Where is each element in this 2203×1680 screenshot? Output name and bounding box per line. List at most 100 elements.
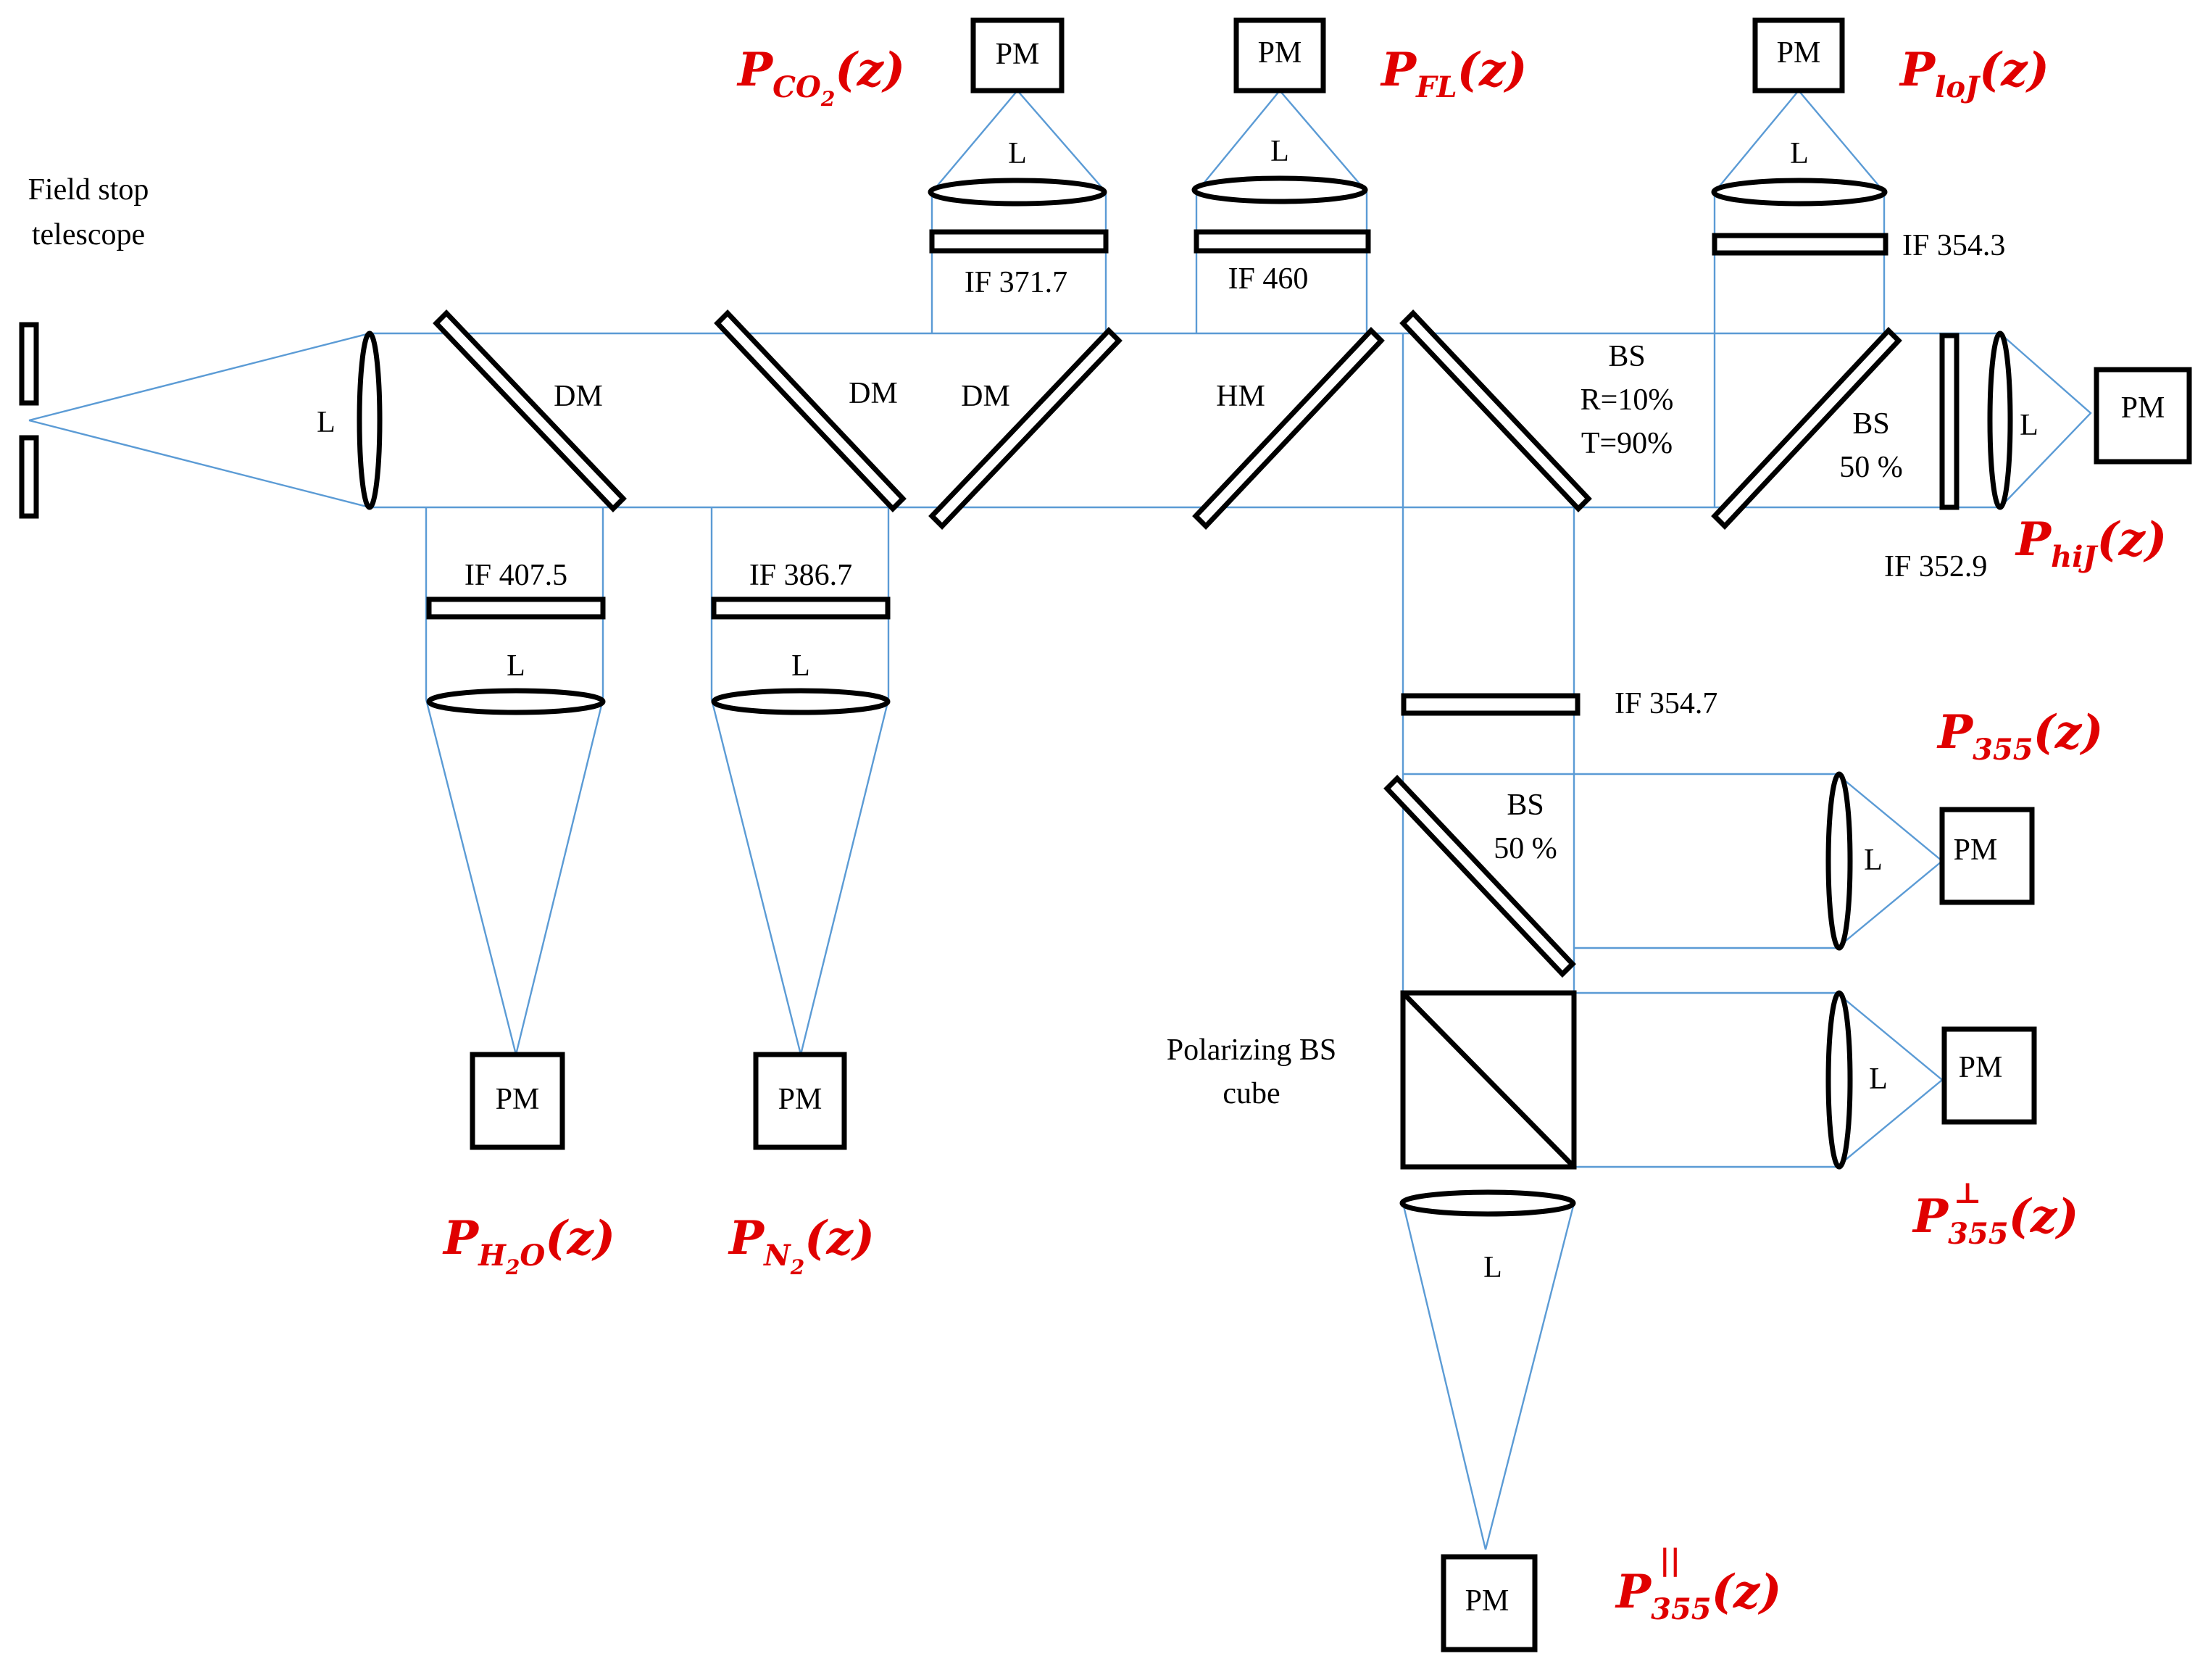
hm-fl <box>1192 326 1385 531</box>
main-lens-label: L <box>317 406 336 439</box>
ray-cone-telescope <box>28 332 370 509</box>
lens-hij <box>1987 330 2013 510</box>
pm-fl-label: PM <box>1258 36 1302 70</box>
signal-label-hij: PhiJ(z) <box>2015 512 2167 574</box>
half-mirror-fl <box>1192 326 1385 531</box>
field-stop-lower-blade <box>19 435 39 519</box>
lens-perp-label: L <box>1869 1063 1888 1096</box>
bs-10-label: BS <box>1608 340 1645 373</box>
lens-355-label: L <box>1864 844 1883 877</box>
interference-filter-352-9 <box>1939 333 1960 510</box>
pm-355: PM <box>1939 807 2035 905</box>
pm-h2o-label: PM <box>496 1083 540 1116</box>
signal-par-superscript: || <box>1659 1543 1681 1577</box>
photomultiplier-355 <box>1939 807 2035 905</box>
photomultiplier-hij <box>2094 367 2192 465</box>
bs-50-rr-label: BS <box>1852 407 1889 441</box>
bs-50-355 <box>1383 774 1576 978</box>
dm-n2-label: DM <box>849 377 898 410</box>
polarizing-bs-cube <box>1400 990 1577 1170</box>
pm-loj-label: PM <box>1777 36 1821 70</box>
dm-co2-label: DM <box>961 380 1010 413</box>
photomultiplier-perp <box>1941 1026 2037 1125</box>
photomultiplier-co2 <box>970 17 1065 93</box>
photomultiplier-h2o <box>470 1052 565 1150</box>
dichroic-mirror-h2o <box>433 309 627 513</box>
field-stop-label-line2: telescope <box>32 218 145 251</box>
ray-355-branch <box>1403 773 1944 949</box>
signal-perp-main: P355(z) <box>1912 1189 2079 1251</box>
signal-label-perp: P355(z) ⊥ <box>1912 1176 2079 1251</box>
lens-par-label: L <box>1483 1251 1502 1284</box>
signal-perp-superscript: ⊥ <box>1954 1176 1981 1210</box>
if-460-label: IF 460 <box>1228 262 1309 296</box>
interference-filter-354-7 <box>1401 693 1581 716</box>
lens-n2 <box>711 688 891 715</box>
photomultiplier-fl <box>1233 17 1326 93</box>
photomultiplier-loj <box>1752 17 1845 93</box>
pm-par: PM <box>1441 1554 1538 1652</box>
if-354-7-label: IF 354.7 <box>1615 687 1717 720</box>
pm-fl: PM <box>1233 17 1326 93</box>
lens-hij-label: L <box>2020 409 2038 442</box>
ray-cone-hij <box>1999 333 2092 508</box>
lens-355 <box>1825 771 1853 951</box>
lens-fl <box>1191 175 1368 204</box>
ray-par-branch <box>1402 1202 1575 1550</box>
main-lens <box>357 330 383 510</box>
lens-n2-label: L <box>791 649 810 683</box>
lens-fl-label: L <box>1270 135 1289 168</box>
pm-hij-label: PM <box>2121 391 2165 425</box>
interference-filter-354-3 <box>1712 233 1888 256</box>
pm-n2: PM <box>753 1052 847 1150</box>
ray-fl-branch <box>1195 89 1368 333</box>
pm-co2: PM <box>970 17 1065 93</box>
bs-50-355-label: BS <box>1507 789 1544 822</box>
lens-co2 <box>928 178 1107 207</box>
interference-filter-371-7 <box>929 229 1109 254</box>
if-371-7-label: IF 371.7 <box>965 266 1067 299</box>
polarizing-cube-label-line2: cube <box>1223 1077 1280 1110</box>
photomultiplier-par <box>1441 1554 1538 1652</box>
if-407-5-label: IF 407.5 <box>465 559 567 592</box>
ray-paths <box>28 89 2092 1550</box>
pm-perp-label: PM <box>1959 1051 2003 1084</box>
bs-50-rr-ratio: 50 % <box>1839 451 1903 484</box>
interference-filter-460 <box>1194 229 1371 254</box>
pm-par-label: PM <box>1465 1584 1509 1618</box>
if-352-9-label: IF 352.9 <box>1884 550 1987 583</box>
signal-label-co2: PCO2(z) <box>736 43 905 111</box>
pm-355-label: PM <box>1954 833 1998 867</box>
beam-splitter-10-percent <box>1399 309 1592 513</box>
if-386-7-label: IF 386.7 <box>749 559 852 592</box>
dichroic-mirror-co2 <box>928 326 1123 531</box>
pm-perp: PM <box>1941 1026 2037 1125</box>
dm-h2o-label: DM <box>554 380 603 413</box>
polarizing-cube-diagonal <box>1401 991 1576 1169</box>
field-stop-upper-blade <box>19 322 39 406</box>
if-354-3-label: IF 354.3 <box>1902 229 2005 262</box>
signal-par-main: P355(z) <box>1615 1565 1782 1626</box>
interference-filter-386-7 <box>711 596 891 620</box>
bs-50-355-ratio: 50 % <box>1494 832 1557 865</box>
beam-splitter-50-rotational <box>1711 326 1902 531</box>
lens-h2o-label: L <box>507 649 525 683</box>
bs-10-transmittance: T=90% <box>1581 427 1673 460</box>
lens-h2o <box>426 688 606 715</box>
pm-co2-label: PM <box>996 38 1040 71</box>
lens-co2-label: L <box>1008 137 1027 170</box>
dm-h2o <box>433 309 627 513</box>
lens-loj <box>1711 178 1888 207</box>
lens-loj-label: L <box>1790 137 1809 170</box>
dichroic-mirror-n2 <box>714 309 907 513</box>
field-stop <box>19 322 39 519</box>
lens-par <box>1399 1189 1576 1217</box>
bs-10 <box>1399 309 1592 513</box>
hm-fl-label: HM <box>1216 380 1265 413</box>
pm-n2-label: PM <box>778 1083 823 1116</box>
pm-h2o: PM <box>470 1052 565 1150</box>
polarizing-cube-label-line1: Polarizing BS <box>1167 1034 1337 1067</box>
bs-10-reflectance: R=10% <box>1581 383 1674 417</box>
beam-splitter-50-elastic <box>1383 774 1576 978</box>
